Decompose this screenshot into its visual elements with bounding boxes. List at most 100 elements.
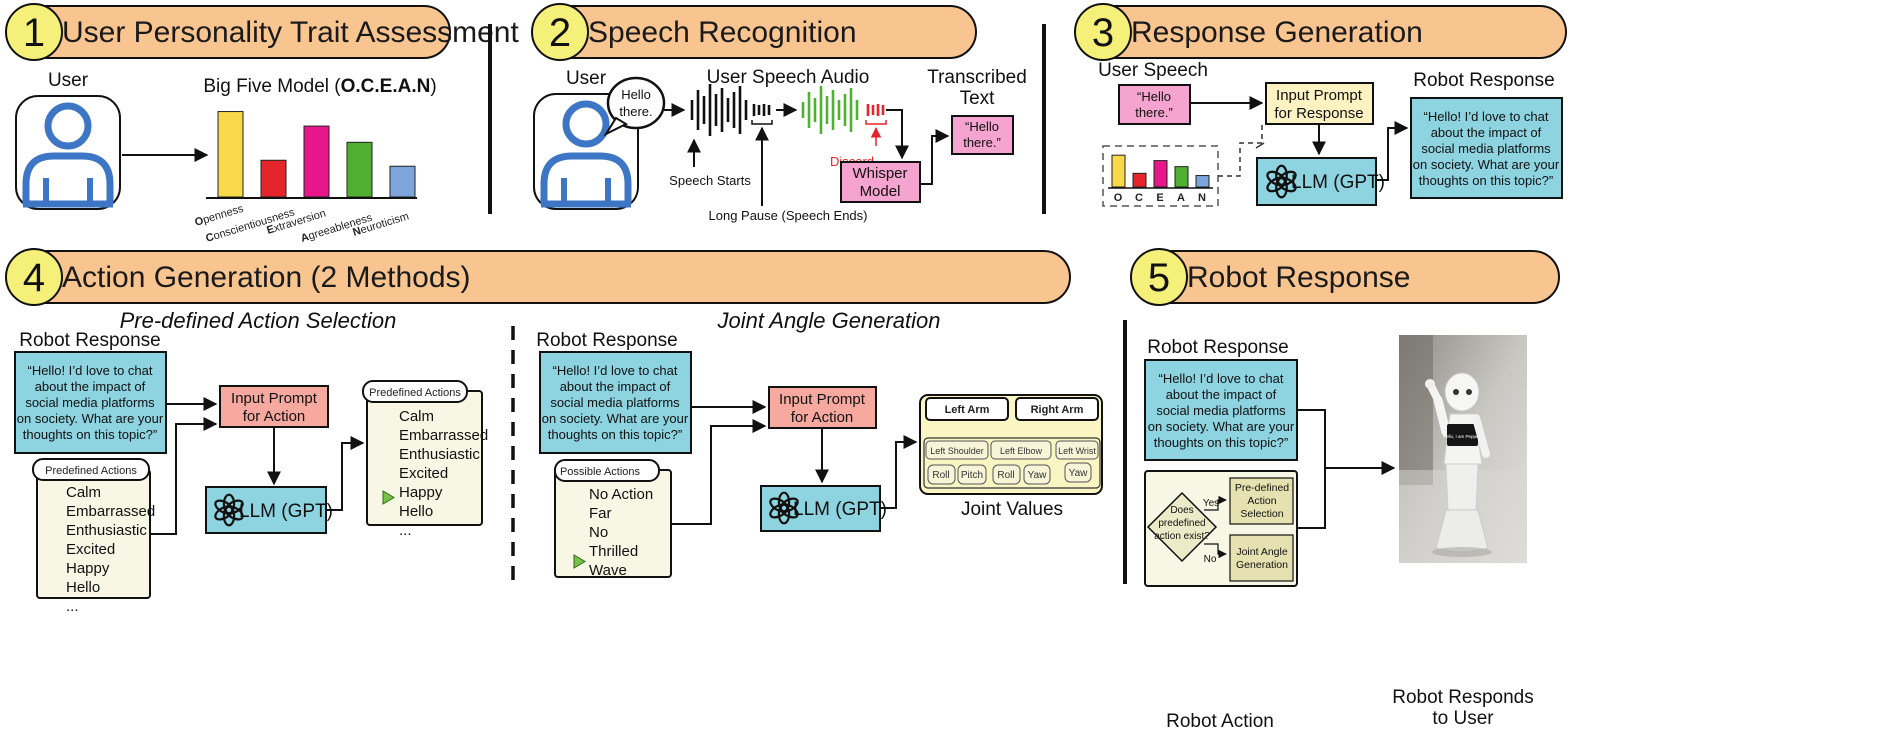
m1-output-tab-label: Predefined Actions <box>369 387 461 399</box>
ocean-label-n: N <box>1198 192 1206 204</box>
big-five-bar-extraversion <box>303 125 330 198</box>
whisper-box <box>840 161 921 203</box>
m2-response-line-1: “Hello! I’d love to chat <box>552 363 677 378</box>
banner-4-number: 4 <box>23 256 45 300</box>
p5-merge-bracket <box>1297 409 1326 529</box>
p5-response-line-2: about the impact of <box>1166 387 1277 402</box>
right-arm-tab <box>1015 397 1099 421</box>
audio-discard-segment <box>865 104 887 125</box>
p3-prompt-line-1: Input Prompt <box>1276 87 1363 104</box>
banner-2-number: 2 <box>549 11 571 55</box>
wrist-yaw-label: Yaw <box>1069 468 1088 479</box>
m1-robot-response-label: Robot Response <box>19 330 161 351</box>
panel-1: User Big Five Model (O.C.E.A.N) Openness… <box>15 70 437 245</box>
m1-output-item-2: Embarrassed <box>399 427 488 444</box>
big-five-bar-conscientiousness <box>260 159 287 198</box>
banner-2: 2 Speech Recognition <box>531 3 977 61</box>
speech-bubble: Hello there. <box>603 76 666 137</box>
left-arm-label: Left Arm <box>945 404 990 416</box>
banner-4-circle <box>5 248 63 306</box>
p3-prompt-line-2: for Response <box>1274 105 1363 122</box>
left-shoulder-tab <box>925 440 989 460</box>
audio-label: User Speech Audio <box>707 67 870 88</box>
m2-llm-label: LLM (GPT) <box>793 499 887 520</box>
left-elbow-label: Left Elbow <box>1000 446 1043 456</box>
panel-2: User Hello there. User Speech Audio <box>533 67 1027 223</box>
m2-prompt-line-2: for Action <box>791 409 854 426</box>
ocean-mini-labels: O C E A N <box>1114 192 1206 204</box>
whisper-line-1: Whisper <box>852 165 907 182</box>
robot-head <box>1444 372 1480 412</box>
p3-response-line-1: “Hello! I’d love to chat <box>1423 109 1548 124</box>
m2-possible-tab-label: Possible Actions <box>560 466 641 478</box>
m1-prompt-line-2: for Action <box>243 408 306 425</box>
ocean-mini-bar-a <box>1174 166 1189 188</box>
p1-chart-title: Big Five Model (O.C.E.A.N) <box>203 76 436 97</box>
m1-list-item-3: Enthusiastic <box>66 522 147 539</box>
m1-output-item-4: Excited <box>399 465 448 482</box>
m2-possible-item-4: Thrilled <box>589 543 638 560</box>
p3-speech-line-1: “Hello <box>1137 89 1171 104</box>
p3-user-speech-label: User Speech <box>1098 60 1208 81</box>
audio-waveform-green <box>801 86 859 134</box>
m2-possible-tab <box>554 459 660 482</box>
banner-2-circle <box>531 3 589 61</box>
m1-output-item-5: Happy <box>399 484 443 501</box>
transcribed-line-2: Text <box>960 88 996 109</box>
m1-output-item-6: Hello <box>399 503 433 520</box>
audio-waveform-black <box>690 84 773 136</box>
m2-selected-marker-icon <box>573 554 586 569</box>
right-arm-label: Right Arm <box>1031 404 1084 416</box>
m2-response-line-4: on society. What are your <box>542 411 689 426</box>
p5-robot-response-label: Robot Response <box>1147 337 1289 358</box>
big-five-tick-labels: Openness Conscientiousness Extraversion … <box>193 203 410 245</box>
speech-starts-label: Speech Starts <box>669 173 751 188</box>
big-five-bar-openness <box>217 111 244 198</box>
ocean-mini-bar-o <box>1111 154 1126 188</box>
p3-llm-label: LLM (GPT) <box>1291 172 1385 193</box>
robot-right-eye <box>1466 389 1472 395</box>
left-shoulder-label: Left Shoulder <box>930 446 984 456</box>
robot-left-eye <box>1453 389 1459 395</box>
m1-response-line-5: thoughts on this topic?” <box>23 427 157 442</box>
m2-robot-response-label: Robot Response <box>536 330 678 351</box>
decision-line-1: Does <box>1170 505 1193 516</box>
big-five-bar-agreeableness <box>346 141 373 198</box>
banner-1-circle <box>5 3 63 61</box>
p1-user-icon <box>15 95 121 210</box>
ocean-label-o: O <box>1114 192 1123 204</box>
p3-response-line-3: social media platforms <box>1421 141 1551 156</box>
ocean-mini-chart <box>1111 154 1210 188</box>
big-five-bar-chart <box>217 111 416 198</box>
left-arm-tab <box>925 397 1009 421</box>
predef-line-2: Action <box>1247 495 1276 507</box>
left-wrist-tab <box>1055 440 1099 460</box>
m1-response-line-4: on society. What are your <box>17 411 164 426</box>
shoulder-roll-field <box>927 464 956 485</box>
long-pause-label: Long Pause (Speech Ends) <box>709 208 868 223</box>
panel-5: Robot Response “Hello! I’d love to chat … <box>1144 335 1534 732</box>
robot-shadow <box>1432 547 1492 557</box>
m2-possible-item-2: Far <box>589 505 612 522</box>
banner-1-title: User Personality Trait Assessment <box>62 16 519 49</box>
ocean-mini-bar-c <box>1132 172 1147 188</box>
robot-action-label: Robot Action <box>1166 711 1274 732</box>
m1-response-line-1: “Hello! I’d love to chat <box>27 363 152 378</box>
bubble-line-1: Hello <box>621 87 651 102</box>
m1-response-line-3: social media platforms <box>25 395 155 410</box>
m2-possible-item-5: Wave <box>589 562 627 579</box>
m2-response-line-5: thoughts on this topic?” <box>548 427 682 442</box>
decision-line-2: predefined <box>1158 518 1205 529</box>
ocean-mini-bar-e <box>1153 160 1168 188</box>
p5-response-box <box>1144 359 1298 461</box>
m1-output-item-3: Enthusiastic <box>399 446 480 463</box>
p5-response-line-3: social media platforms <box>1156 403 1286 418</box>
predef-line-1: Pre-defined <box>1235 482 1289 494</box>
big-five-bar-neuroticism <box>389 165 416 198</box>
m1-list-item-1: Calm <box>66 484 101 501</box>
transcribed-text-box <box>951 115 1014 155</box>
m2-response-line-3: social media platforms <box>550 395 680 410</box>
wrist-yaw-field <box>1064 462 1092 483</box>
banner-3-number: 3 <box>1092 11 1114 55</box>
p5-response-line-5: thoughts on this topic?” <box>1154 435 1288 450</box>
